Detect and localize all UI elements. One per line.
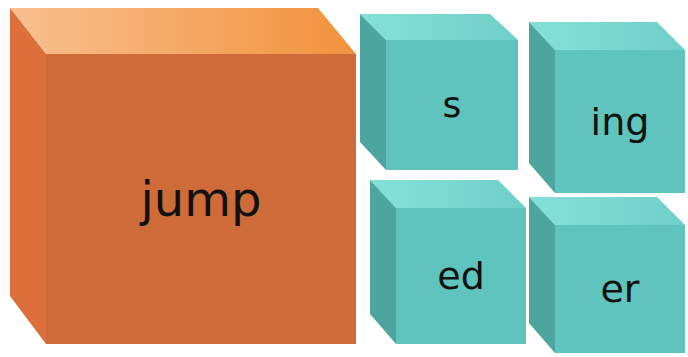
cube-face [529, 197, 685, 225]
cube-face [46, 54, 356, 344]
suffix-cube: s [358, 12, 520, 172]
face-label: jump [46, 54, 356, 344]
cube-face [10, 8, 46, 344]
cube-face [370, 180, 396, 344]
cube-face [555, 50, 685, 193]
face-label: ing [555, 50, 685, 193]
cube-word: s [443, 87, 462, 123]
cube-face [360, 14, 386, 170]
suffix-cube: ed [368, 178, 528, 346]
cube-drawing [358, 12, 520, 172]
face-label: er [555, 225, 685, 353]
cube-face [370, 180, 526, 208]
face-label: s [386, 40, 518, 170]
cube-word: jump [141, 175, 262, 223]
cube-face [396, 208, 526, 344]
cube-face [10, 8, 356, 54]
cube-face [529, 22, 685, 50]
cube-face [529, 22, 555, 193]
cube-face [386, 40, 518, 170]
cube-word: er [600, 270, 639, 308]
cube-face [555, 225, 685, 353]
suffix-cube: er [527, 195, 687, 355]
face-label: ed [396, 208, 526, 344]
word-cube: jump [8, 6, 358, 346]
cube-word: ing [591, 103, 650, 141]
cube-face [360, 14, 518, 40]
cube-word: ed [437, 257, 485, 295]
cube-face [529, 197, 555, 353]
suffix-cube: ing [527, 20, 687, 195]
